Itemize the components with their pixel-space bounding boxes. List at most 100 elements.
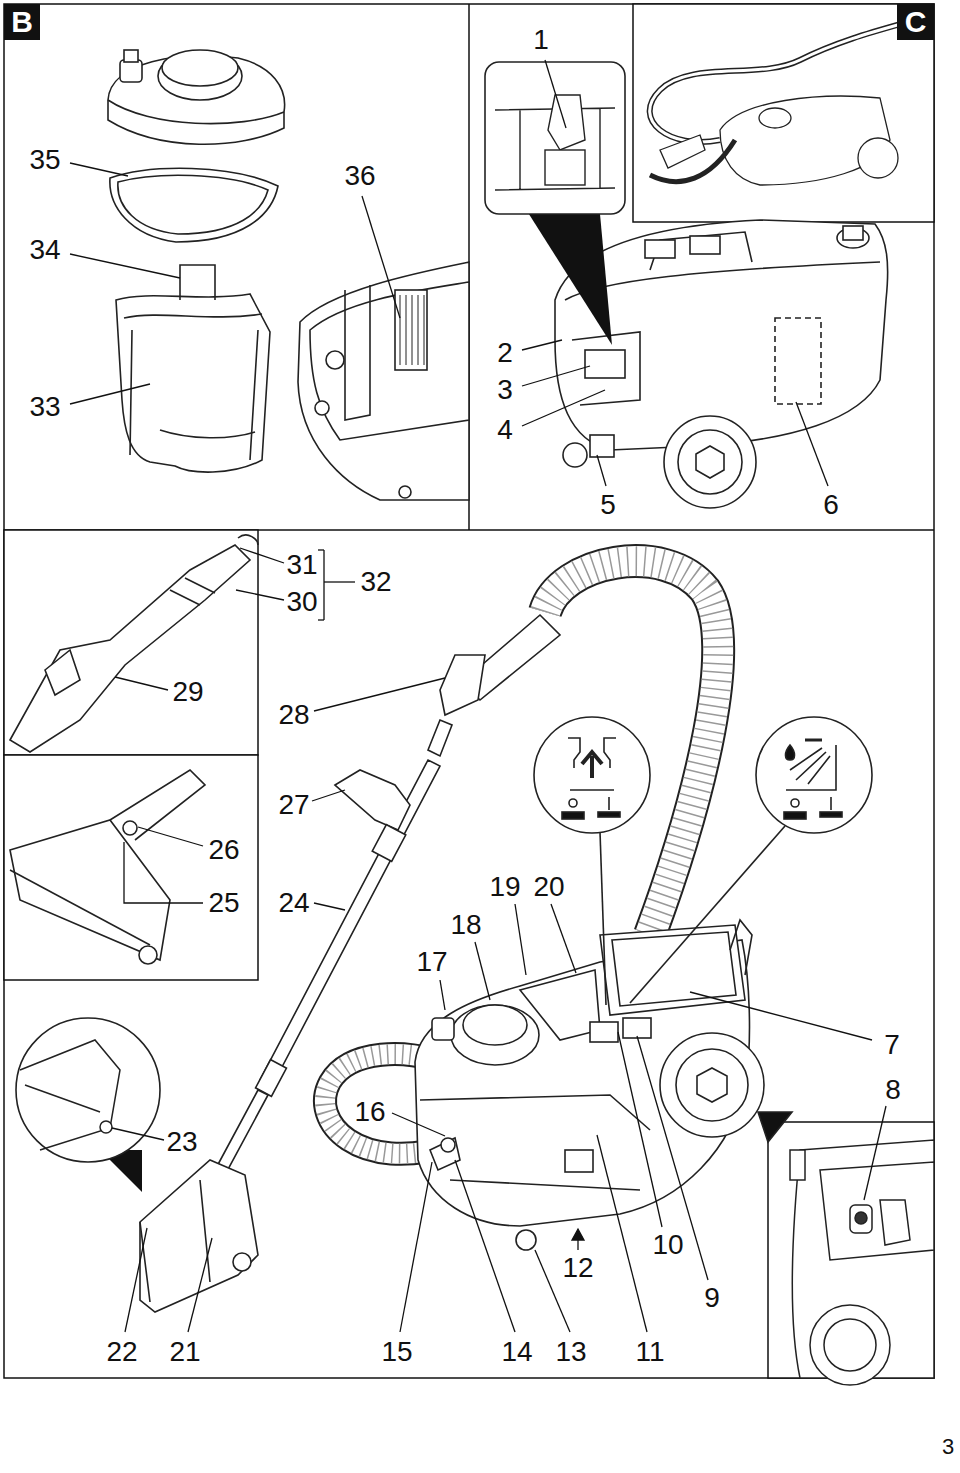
illustration-line [70,254,180,278]
callout-number: 11 [634,1338,665,1366]
callout-number: 23 [165,1128,198,1156]
illustration-ellipse [759,108,791,128]
illustration-line [240,548,284,563]
illustration-path [298,262,469,500]
callout-number: 3 [496,376,514,404]
illustration-path [600,925,745,1015]
illustration-path [310,282,469,440]
illustration-ellipse [451,1005,539,1065]
panel-letter-text: B [11,7,33,37]
illustration-circle [534,717,650,833]
illustration-line [475,942,490,1000]
illustration-path [650,20,915,142]
illustration-rect [4,4,934,1378]
illustration-line [392,1113,445,1136]
zoom-circle [16,1018,160,1192]
callout-number: 14 [500,1338,533,1366]
illustration-path [650,140,735,182]
illustration-path [110,168,278,242]
illustration-path [400,295,424,365]
panel-frames [4,4,934,1378]
callout-number: 26 [207,836,240,864]
illustration-circle [824,1319,876,1371]
callout-number: 31 [285,551,318,579]
tank-parts [108,50,285,472]
callout-number: 16 [353,1098,386,1126]
illustration-line [597,455,606,486]
illustration-path [25,1085,100,1112]
illustration-line [70,384,150,404]
illustration-circle [756,717,872,833]
illustration-path [335,770,410,830]
illustration-line [522,340,562,350]
illustration-line [551,904,576,973]
illustration-line [864,1106,886,1200]
illustration-path [10,820,170,960]
illustration-rect [120,60,142,82]
illustration-path [180,265,215,300]
callout-number: 2 [496,339,514,367]
illustration-polygon [758,1112,792,1142]
illustration-polygon [696,446,724,478]
illustration-circle [660,1033,764,1137]
illustration-rect [598,812,620,817]
illustration-path [238,535,258,545]
illustration-line [515,904,526,975]
callout-number: 13 [554,1338,587,1366]
illustration-rect [690,236,720,254]
callout-number: 25 [207,889,240,917]
illustration-rect [565,1150,593,1172]
illustration-line [138,827,203,846]
illustration-line [440,980,445,1010]
callout-number: 6 [822,491,840,519]
callout-number: 27 [277,791,310,819]
illustration-line [690,992,872,1040]
illustration-rect [633,4,934,222]
machine-thumbnail [650,20,915,185]
illustration-circle [810,1305,890,1385]
illustration-rect [590,435,614,457]
illustration-path [440,655,485,715]
illustration-line [312,790,345,801]
illustration-path [570,789,614,791]
illustration-rect [562,812,584,819]
illustration-path [170,578,215,605]
illustration-line [324,581,355,582]
illustration-rect [790,1150,805,1180]
illustration-path [45,650,80,695]
tank-inset [790,1140,934,1385]
callout-number: 24 [277,889,310,917]
illustration-path [880,1200,910,1245]
illustration-circle [858,138,898,178]
callout-number: 8 [884,1076,902,1104]
callout-number: 1 [532,26,550,54]
callout-number: 36 [343,162,376,190]
illustration-rect [432,1018,454,1040]
illustration-circle [233,1253,251,1271]
illustration-line [125,1228,147,1332]
callout-number: 4 [496,416,514,444]
illustration-rect [775,318,821,404]
illustration-circle [441,1138,455,1152]
illustration-line [830,797,832,810]
illustration-path [786,745,836,790]
illustration-path [555,220,888,450]
illustration-path [730,920,752,975]
machine-body [415,920,792,1250]
illustration-rect [820,812,842,817]
switch-icon [534,717,872,1005]
leader-lines [70,60,886,1332]
illustration-path [420,1095,650,1190]
callout-number: 10 [651,1231,684,1259]
illustration-rect [395,290,427,370]
zoom-inset [485,62,625,345]
illustration-path [582,752,602,778]
illustration-path [790,748,830,784]
illustration-line [318,619,324,620]
illustration-polyline [124,842,203,903]
panel-letter: C [897,4,934,40]
illustration-circle [791,799,799,807]
illustration-line [796,402,828,486]
